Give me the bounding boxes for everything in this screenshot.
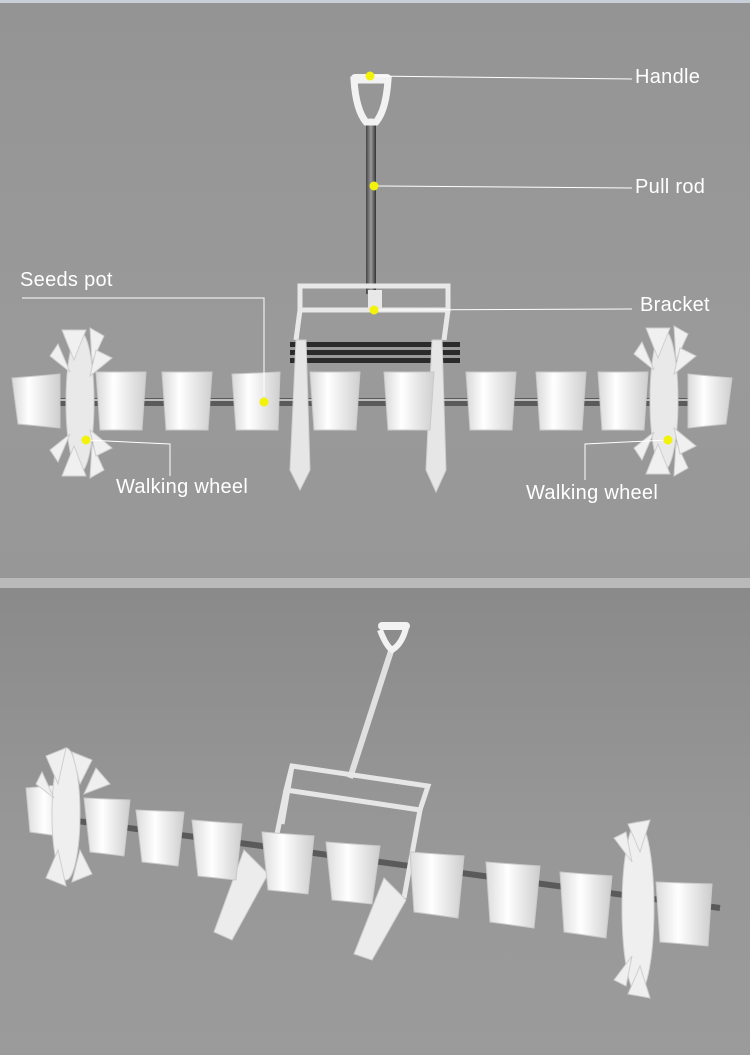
label-bracket: Bracket bbox=[640, 294, 710, 316]
panel-divider bbox=[0, 578, 750, 588]
perspective-view-panel bbox=[0, 588, 750, 1055]
seed-pots-row bbox=[11, 371, 733, 431]
label-pull-rod: Pull rod bbox=[635, 176, 706, 198]
pull-rod-perspective bbox=[347, 647, 395, 779]
marker-bracket bbox=[369, 305, 379, 315]
marker-handle bbox=[365, 71, 375, 81]
bracket-bars bbox=[290, 342, 460, 363]
axle bbox=[30, 398, 720, 406]
leader-lines bbox=[22, 75, 669, 480]
marker-walking-wheel-right bbox=[663, 435, 673, 445]
handle-perspective bbox=[377, 627, 409, 654]
front-view-illustration bbox=[11, 71, 733, 494]
marker-pull-rod bbox=[369, 181, 379, 191]
perspective-view-illustration bbox=[25, 622, 721, 999]
label-walking-wheel-left: Walking wheel bbox=[116, 476, 249, 498]
marker-seeds-pot bbox=[259, 397, 269, 407]
label-seeds-pot: Seeds pot bbox=[20, 269, 113, 291]
openers-perspective bbox=[213, 849, 407, 961]
pull-rod bbox=[366, 118, 376, 294]
front-view-panel: Handle Pull rod Seeds pot Bracket Walkin… bbox=[0, 0, 750, 578]
walking-wheel-perspective-right bbox=[613, 819, 655, 999]
callout-markers bbox=[81, 71, 673, 445]
walking-wheel-perspective-left bbox=[35, 747, 111, 887]
seed-pots-perspective bbox=[25, 783, 713, 947]
walking-wheel-right bbox=[633, 325, 697, 477]
label-handle: Handle bbox=[635, 66, 701, 88]
top-border bbox=[0, 0, 750, 3]
handle-grip bbox=[350, 76, 392, 126]
label-walking-wheel-right: Walking wheel bbox=[526, 482, 659, 504]
marker-walking-wheel-left bbox=[81, 435, 91, 445]
